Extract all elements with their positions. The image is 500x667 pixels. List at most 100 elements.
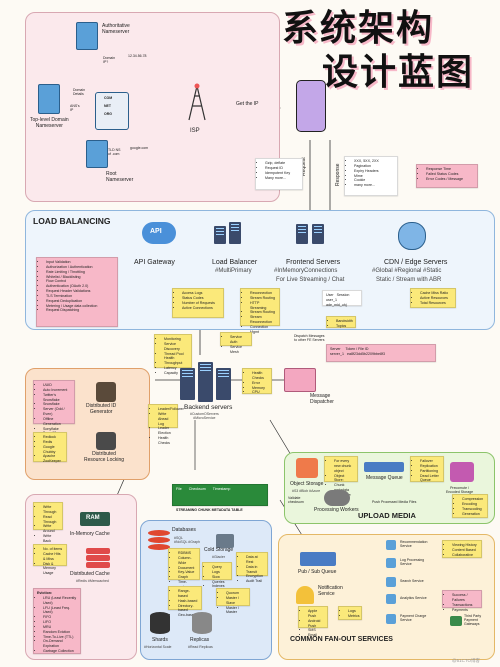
recommendation-note: Viewing HistoryContent BasedCollaborativ… (442, 540, 482, 558)
ram-label: RAM (86, 515, 100, 521)
recommendation-icon (386, 540, 396, 550)
analytics-note: Success / FailuresTransactionsPayments (442, 590, 482, 612)
replicas-icon (192, 612, 212, 634)
authoritative-server-icon (76, 22, 98, 50)
com-label: COM (104, 96, 113, 100)
load-balancer-tag: #MultiPrimary (215, 268, 252, 274)
log-processing-icon (386, 558, 396, 568)
api-cloud-icon (142, 222, 176, 244)
upload-title: UPLOAD MEDIA (358, 511, 416, 520)
message-dispatcher-icon (284, 368, 316, 392)
encryption-note: Data at RestData in TransitEncryptionAud… (236, 552, 268, 583)
search-service-icon (386, 577, 396, 587)
payment-icon (386, 614, 396, 624)
third-party-label: Third Party Payment Gateways (464, 614, 482, 627)
backend-tags: #CustomOServers #MicroService (190, 412, 219, 421)
fe-session-table: User Session user_1 ade_mid_uhj (322, 290, 362, 307)
org-label: ORG (104, 112, 112, 116)
response-headers-note: XXX, 5XX, 2XXPaginationExpiry HeadersMim… (344, 156, 398, 196)
load-balancing-title: LOAD BALANCING (33, 216, 111, 226)
cold-note: Query LogsSlow QueriesIndexes (202, 562, 232, 588)
storage-note: CompressionEncodingTranscodingGeneration (452, 494, 488, 518)
databases-icon (148, 530, 170, 552)
root-server-icon (86, 140, 108, 168)
encoded-storage-icon (450, 462, 474, 482)
replicas-label: Replicas (190, 637, 210, 643)
log-processing-label: Log Processing Service (400, 558, 425, 567)
databases-label: Databases (172, 527, 196, 533)
analytics-icon (386, 594, 396, 604)
push-msg-label: Push Processed Media Files (372, 500, 417, 504)
title-line-2: 设计蓝图 (322, 52, 475, 93)
sharding-note: Range-basedHash-basedDirectory-basedGeo-… (168, 586, 202, 617)
lock-note: RedlockRedisGoogle ChubbyApache ZooKeepe… (33, 432, 67, 463)
domain-ip-label: Domain IP? (103, 56, 116, 65)
dispatch-label: Dispatch Messages to other FE Servers (294, 334, 325, 343)
get-ip-label: Get the IP (236, 101, 259, 107)
net-label: NET (104, 104, 111, 108)
distributed-cache-label: Distributed Cache (70, 571, 110, 577)
cdn-metrics-note: Cache Miss RatioActive ResourcesTotal Re… (410, 288, 456, 308)
request-headers-note: Gzip, deflateRequest IDIdempotent KeyMan… (255, 158, 303, 190)
processing-workers-icon (324, 490, 350, 506)
cdn-sub: Static / Stream with ABR (376, 277, 442, 283)
backend-monitoring-note: MonitoringService DiscoveryThread Pool H… (154, 334, 192, 375)
frontend-servers-icon (296, 222, 330, 246)
write-policy-note: Write ThroughRead ThroughWrite AroundWri… (33, 502, 63, 543)
hand-phone-icon (296, 80, 326, 132)
dns-panel (25, 12, 280, 202)
fe-metrics-note: ReconnectionStream RoutingHTTP Streaming… (240, 288, 280, 334)
tld-server-icon (38, 84, 60, 114)
health-note: Health ChecksErrorMemoryCPU (242, 368, 272, 394)
replica-note: QuorumMaster / SlaveMaster / Master (216, 588, 250, 614)
google-label: google.com (130, 146, 149, 150)
server-token-table: Server Token / File ID server_1 ea8f23dd… (326, 344, 436, 362)
gateway-features-note: Input ValidationAuthorization / Authenti… (36, 257, 118, 327)
frontend-tag: #InMemoryConnections (274, 268, 338, 274)
cold-storage-icon (216, 534, 234, 548)
watermark: @51CTO博客 (452, 658, 480, 663)
fe-bandwidth-note: BandwidthTopics (326, 316, 356, 328)
recommendation-label: Recommendation Service (400, 540, 428, 549)
object-storage-icon (296, 458, 318, 478)
load-balancer-label: Load Balancer (212, 259, 258, 266)
replicas-tag: #Read Replicas (188, 645, 213, 649)
chunk-note: For every new chunk objectObject Store:C… (324, 456, 358, 502)
in-memory-label: In-Memory Cache (70, 531, 110, 537)
api-gateway-label: API Gateway (134, 259, 175, 266)
databases-tags: #SQL #NoSQL #Graph (174, 536, 200, 545)
chunk-metadata-table: File Checksum Timestamp (172, 484, 268, 506)
cache-stats-note: No. of itemsCache Hits & MissDisk & Memo… (33, 544, 67, 575)
shards-icon (150, 612, 170, 634)
payment-gateway-icon (450, 616, 462, 626)
object-storage-label: Object Storage (290, 481, 324, 487)
id-gen-note: UUIDAuto IncrementTwitter's SnowflakeSno… (33, 380, 75, 435)
cold-storage-tag: #Glacier (212, 555, 226, 559)
com-net-org-icon (95, 92, 129, 130)
id-generator-icon (96, 382, 116, 402)
root-label: Root Nameserver (106, 171, 134, 183)
response-time-note: Response TimeFailed Status CodesError Co… (416, 164, 478, 188)
notification-label: Notification Service (318, 585, 343, 597)
precompute-label: Precomute / Encoded Storage (446, 486, 474, 495)
isp-label: ISP (190, 128, 200, 134)
backend-auth-note: Service AuthService Mesh (220, 332, 252, 354)
chunk-table-caption: STREAMING CHUNK METADATA TABLE (176, 508, 243, 512)
notification-note: Apple PushAndroid PushSMSEmail (298, 606, 328, 637)
processing-label: Processing Workers (314, 507, 359, 513)
database-panel (140, 520, 272, 660)
isp-tower-icon (185, 80, 209, 122)
api-icon-label: API (150, 228, 162, 235)
backend-label: Backend servers (184, 404, 233, 411)
queue-note: FailoverReplicationPartitioningDead Lett… (410, 456, 444, 482)
response-label: Response (335, 163, 341, 186)
object-storage-tag: #S3 #Blob #Azure (292, 489, 321, 493)
shards-tag: #Horizontal Scale (144, 645, 172, 649)
lock-icon (96, 432, 116, 450)
log-note: LogsMetrics (338, 606, 362, 620)
payment-label: Payment Charge Service (400, 614, 427, 623)
authoritative-label: Authoritative Nameserver (102, 23, 130, 35)
notification-bell-icon (296, 586, 314, 604)
ans-ip-label: ANS's IP (70, 104, 80, 113)
